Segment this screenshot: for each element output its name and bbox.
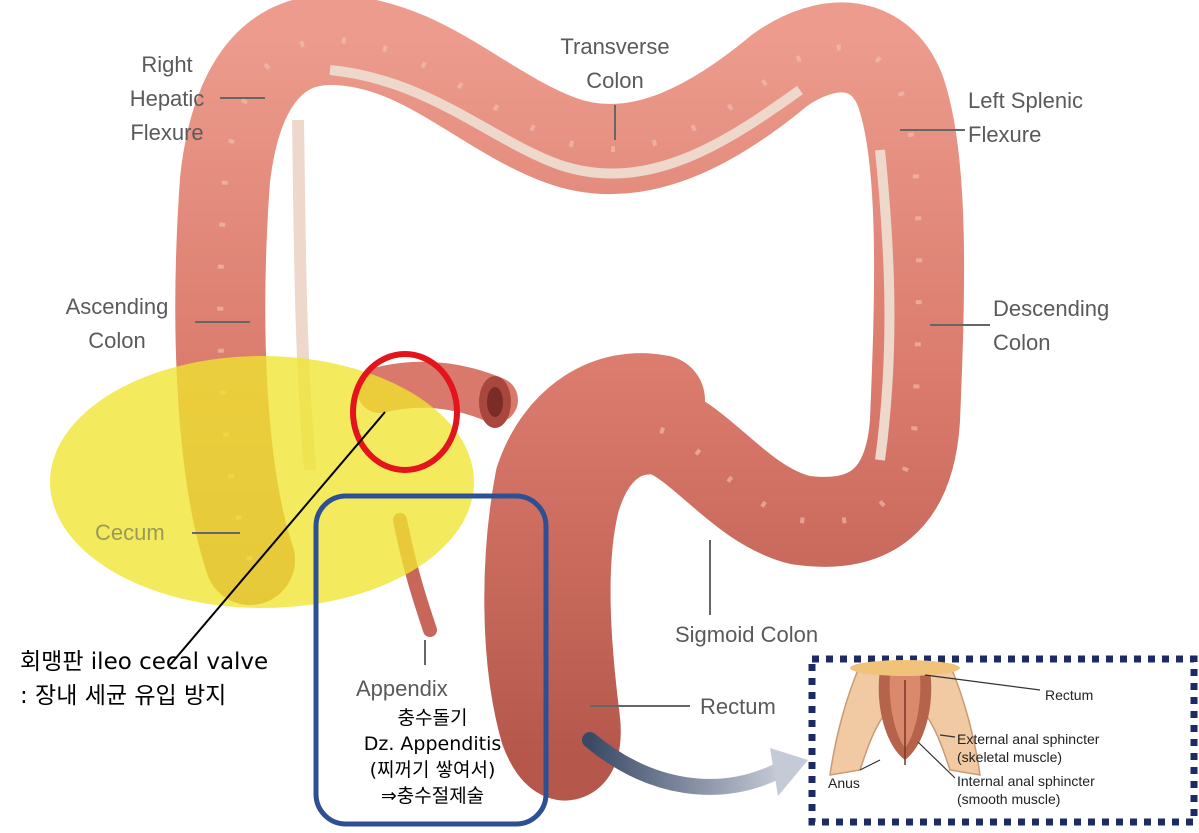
inset-label-internal-sphincter: Internal anal sphincter (smooth muscle) [957,772,1095,808]
label-transverse-colon-line1: Transverse [530,30,700,64]
inset-label-rectum: Rectum [1045,686,1093,704]
inset-label-internal-sphincter-line1: Internal anal sphincter [957,772,1095,790]
label-left-splenic-flexure-line1: Left Splenic [968,84,1108,118]
label-rectum: Rectum [700,690,776,724]
inset-label-anus: Anus [828,774,860,792]
label-descending-colon-line1: Descending [993,292,1143,326]
label-cecum: Cecum [95,516,165,550]
label-appendix: Appendix [356,672,448,706]
label-sigmoid-colon: Sigmoid Colon [675,618,818,652]
cecum-highlight [50,356,474,608]
appendix-note-line3: (찌꺼기 쌓여서) [330,757,535,783]
inset-label-external-sphincter-line2: (skeletal muscle) [957,748,1099,766]
valve-note-line2: : 장내 세균 유입 방지 [20,679,268,713]
label-transverse-colon-line2: Colon [530,64,700,98]
label-right-hepatic-flexure: Right Hepatic Flexure [112,48,222,150]
label-left-splenic-flexure: Left Splenic Flexure [968,84,1108,152]
label-transverse-colon: Transverse Colon [530,30,700,98]
valve-note: 회맹판 ileo cecal valve : 장내 세균 유입 방지 [20,645,268,713]
label-right-hepatic-flexure-line3: Flexure [112,116,222,150]
label-right-hepatic-flexure-line2: Hepatic [112,82,222,116]
label-descending-colon-line2: Colon [993,326,1143,360]
inset-label-external-sphincter: External anal sphincter (skeletal muscle… [957,730,1099,766]
label-ascending-colon-line2: Colon [42,324,192,358]
valve-note-line1: 회맹판 ileo cecal valve [20,645,268,679]
label-ascending-colon-line1: Ascending [42,290,192,324]
label-descending-colon: Descending Colon [993,292,1143,360]
label-left-splenic-flexure-line2: Flexure [968,118,1108,152]
appendix-note: 충수돌기 Dz. Appenditis (찌꺼기 쌓여서) ⇒충수절제술 [330,705,535,809]
appendix-note-line2: Dz. Appenditis [330,731,535,757]
inset-label-external-sphincter-line1: External anal sphincter [957,730,1099,748]
label-ascending-colon: Ascending Colon [42,290,192,358]
appendix-note-line1: 충수돌기 [330,705,535,731]
inset-arrowhead [770,748,808,796]
inset-label-internal-sphincter-line2: (smooth muscle) [957,790,1095,808]
appendix-note-line4: ⇒충수절제술 [330,783,535,809]
label-right-hepatic-flexure-line1: Right [112,48,222,82]
